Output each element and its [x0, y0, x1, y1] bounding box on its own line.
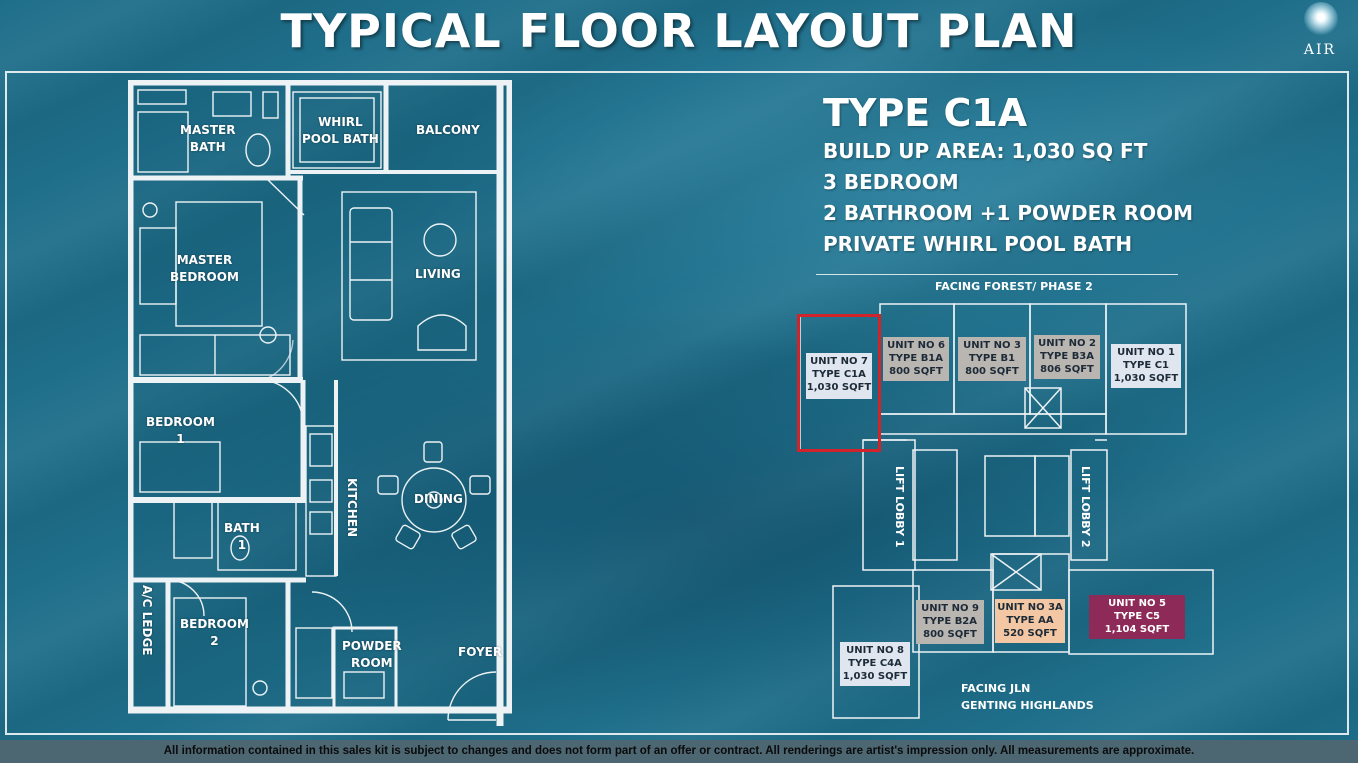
footer-disclaimer: All information contained in this sales … — [0, 740, 1358, 763]
key-unit-2: UNIT NO 2 TYPE B3A 806 SQFT — [1034, 335, 1100, 379]
content-frame — [5, 71, 1349, 735]
room-powder-room: POWDER ROOM — [342, 639, 402, 670]
lift-lobby-2-label: LIFT LOBBY 2 — [1079, 466, 1092, 548]
room-master-bath: MASTER BATH — [180, 123, 236, 154]
room-foyer: FOYER — [458, 645, 503, 659]
info-divider — [816, 274, 1178, 275]
bathroom-count: 2 BATHROOM +1 POWDER ROOM — [823, 201, 1193, 225]
key-unit-8: UNIT NO 8 TYPE C4A 1,030 SQFT — [840, 642, 910, 686]
page-title: TYPICAL FLOOR LAYOUT PLAN — [280, 4, 1078, 58]
air-logo: AIR — [1290, 0, 1356, 66]
floor-plan: MASTER BATH WHIRL POOL BATH BALCONY MAST… — [128, 80, 512, 730]
key-unit-1: UNIT NO 1 TYPE C1 1,030 SQFT — [1111, 344, 1181, 388]
room-bath-1: BATH 1 — [224, 521, 260, 552]
floor-plan-drawing — [128, 80, 512, 726]
room-bedroom-2: BEDROOM 2 — [180, 617, 249, 648]
build-up-area: BUILD UP AREA: 1,030 SQ FT — [823, 139, 1148, 163]
key-unit-9: UNIT NO 9 TYPE B2A 800 SQFT — [916, 600, 984, 644]
key-unit-3a: UNIT NO 3A TYPE AA 520 SQFT — [995, 599, 1065, 643]
facing-forest-label: FACING FOREST/ PHASE 2 — [935, 280, 1093, 293]
bedroom-count: 3 BEDROOM — [823, 170, 959, 194]
key-unit-7: UNIT NO 7 TYPE C1A 1,030 SQFT — [806, 353, 872, 399]
selected-unit-highlight — [797, 314, 881, 452]
room-master-bedroom: MASTER BEDROOM — [170, 253, 239, 284]
room-balcony: BALCONY — [416, 123, 480, 137]
logo-orb-icon — [1304, 2, 1338, 36]
room-ac-ledge: A/C LEDGE — [140, 585, 154, 656]
room-kitchen: KITCHEN — [345, 478, 359, 538]
unit-info: TYPE C1A BUILD UP AREA: 1,030 SQ FT 3 BE… — [823, 90, 1193, 260]
room-bedroom-1: BEDROOM 1 — [146, 415, 215, 446]
unit-type-heading: TYPE C1A — [823, 91, 1028, 135]
feature-line: PRIVATE WHIRL POOL BATH — [823, 232, 1133, 256]
key-unit-6: UNIT NO 6 TYPE B1A 800 SQFT — [883, 337, 949, 381]
facing-jln-label: FACING JLN GENTING HIGHLANDS — [961, 682, 1094, 712]
room-dining: DINING — [414, 492, 463, 506]
key-unit-3: UNIT NO 3 TYPE B1 800 SQFT — [958, 337, 1026, 381]
key-unit-5: UNIT NO 5 TYPE C5 1,104 SQFT — [1089, 595, 1185, 639]
lift-lobby-1-label: LIFT LOBBY 1 — [893, 466, 906, 548]
key-plan: FACING FOREST/ PHASE 2 LIFT LOBBY 1 LIFT… — [795, 280, 1225, 730]
room-whirl-pool-bath: WHIRL POOL BATH — [302, 115, 379, 146]
room-living: LIVING — [415, 267, 461, 281]
logo-text: AIR — [1303, 42, 1337, 58]
